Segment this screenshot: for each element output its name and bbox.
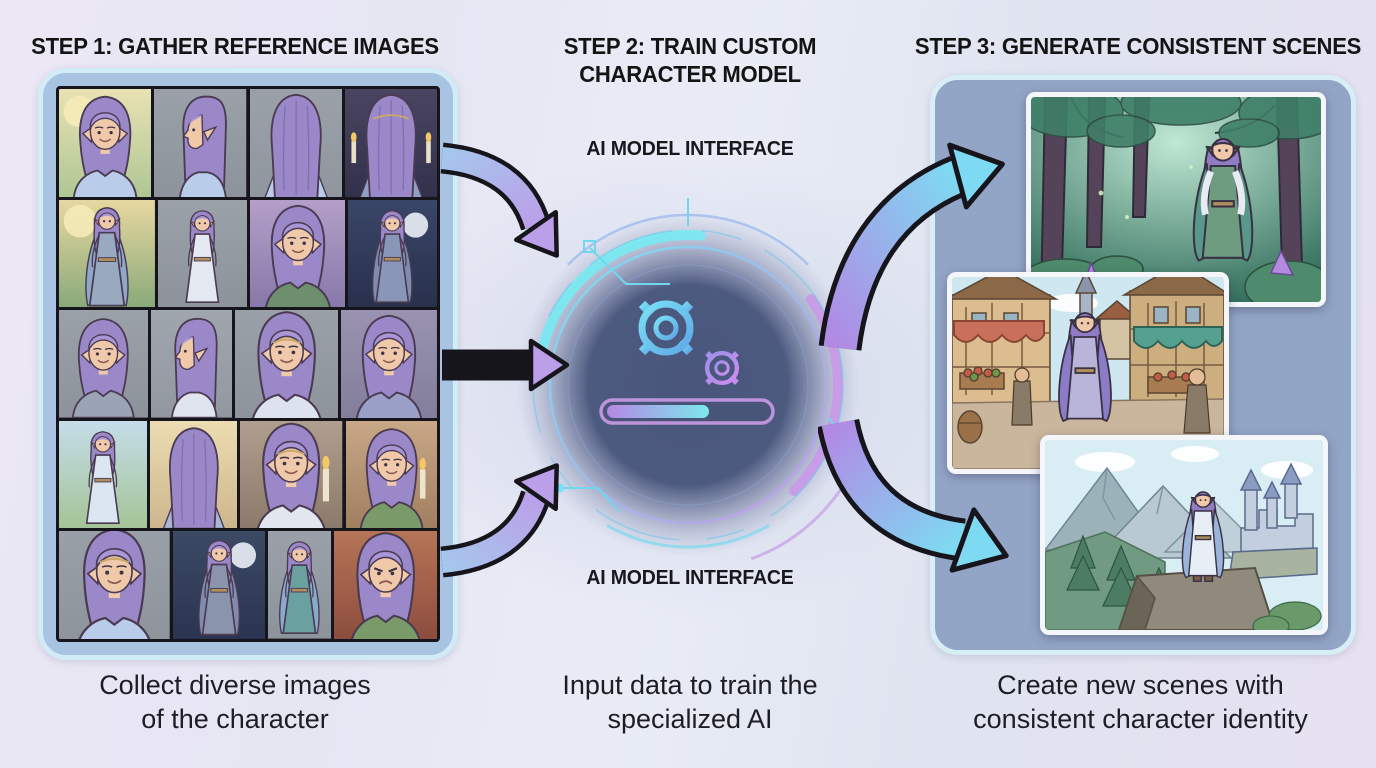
reference-image <box>249 89 342 197</box>
input-arrow-top <box>440 142 559 258</box>
reference-grid-row <box>59 531 437 639</box>
input-arrow-middle <box>442 338 570 392</box>
ai-interface-label-bottom: AI MODEL INTERFACE <box>586 566 794 589</box>
output-arrow-top <box>818 142 1005 351</box>
reference-image <box>149 420 238 529</box>
step3-caption-line2: consistent character identity <box>973 704 1308 734</box>
reference-image <box>154 89 247 197</box>
reference-grid-row <box>59 199 437 308</box>
tech-arc-1 <box>606 524 770 549</box>
input-arrow-bottom <box>440 463 559 578</box>
reference-image <box>59 89 152 197</box>
reference-image <box>234 310 339 418</box>
core-glow <box>516 213 860 557</box>
step3-title: STEP 3: GENERATE CONSISTENT SCENES <box>914 33 1362 59</box>
inner-ring-2 <box>567 264 809 506</box>
step2-title-line1: STEP 2: TRAIN CUSTOM <box>563 33 817 59</box>
reference-image <box>344 89 437 197</box>
generated-scenes-panel <box>930 75 1356 655</box>
reference-image <box>348 199 437 308</box>
reference-image <box>333 531 437 639</box>
generated-scene-forest <box>1026 92 1326 307</box>
step2-caption: Input data to train the specialized AI <box>500 668 880 736</box>
step1-caption-line1: Collect diverse images <box>99 670 371 700</box>
reference-image <box>240 420 343 529</box>
reference-grid-row <box>59 310 437 418</box>
step2-title-line2: CHARACTER MODEL <box>579 61 801 87</box>
reference-image <box>341 310 437 418</box>
cyan-arc <box>535 230 706 364</box>
reference-images-panel <box>38 68 458 660</box>
step3-caption: Create new scenes with consistent charac… <box>905 668 1376 736</box>
reference-image <box>345 420 437 529</box>
reference-image <box>249 199 346 308</box>
reference-grid-row <box>59 420 437 529</box>
step1-caption-line2: of the character <box>141 704 329 734</box>
progress-bar <box>599 398 775 425</box>
reference-grid <box>56 86 440 642</box>
reference-image <box>59 310 148 418</box>
reference-image <box>157 199 247 308</box>
step2-title: STEP 2: TRAIN CUSTOM CHARACTER MODEL <box>500 32 880 88</box>
step1-caption: Collect diverse images of the character <box>0 668 470 736</box>
reference-image <box>267 531 331 639</box>
progress-bar-fill <box>607 405 709 418</box>
step2-caption-line2: specialized AI <box>607 704 773 734</box>
inner-ring <box>548 245 828 525</box>
generated-scene-mountain <box>1040 435 1328 635</box>
step2-caption-line1: Input data to train the <box>562 670 818 700</box>
reference-grid-row <box>59 89 437 197</box>
reference-image <box>172 531 265 639</box>
gear-icon-small <box>700 346 744 390</box>
step1-title: STEP 1: GATHER REFERENCE IMAGES <box>31 33 439 59</box>
reference-image <box>59 420 147 529</box>
reference-image <box>150 310 232 418</box>
ai-interface-label-top: AI MODEL INTERFACE <box>586 137 794 160</box>
gear-icon-large <box>632 294 700 362</box>
step3-caption-line1: Create new scenes with <box>997 670 1284 700</box>
reference-image <box>59 199 155 308</box>
output-arrow-bottom <box>818 418 1009 573</box>
reference-image <box>59 531 170 639</box>
